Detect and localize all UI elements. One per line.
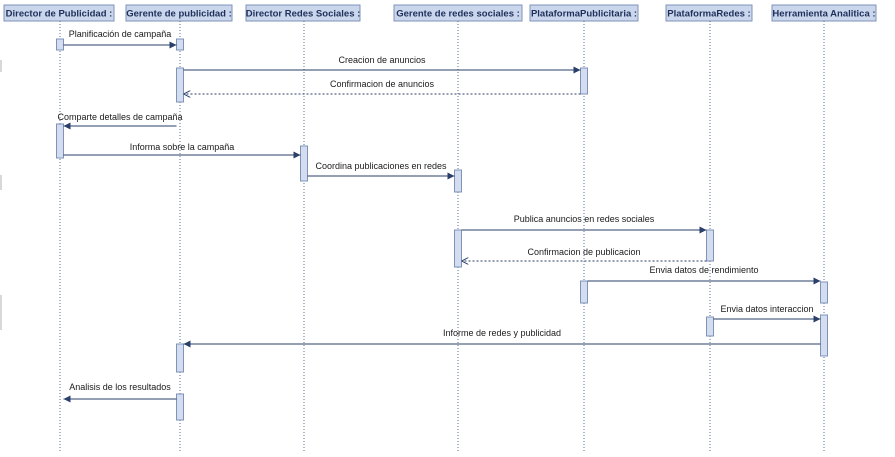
lifeline-label: Gerente de redes sociales : <box>396 9 520 20</box>
message-label: Analisis de los resultados <box>69 382 171 392</box>
activation-bar <box>454 169 462 193</box>
activation-bar <box>176 67 184 103</box>
lifeline-label: PlataformaPublicitaria : <box>531 9 637 20</box>
message-label: Comparte detalles de campaña <box>57 112 182 122</box>
activation-bar <box>706 316 714 337</box>
message-label: Publica anuncios en redes sociales <box>514 214 655 224</box>
message-label: Informe de redes y publicidad <box>443 328 561 338</box>
lifeline-label: PlataformaRedes : <box>667 9 750 20</box>
activation-bar <box>176 343 184 373</box>
lifeline-header: Director de Publicidad : <box>3 4 115 22</box>
lifeline-header-box <box>245 4 361 22</box>
activation-bar <box>580 67 588 95</box>
activation-bar <box>706 229 714 262</box>
lifeline-header: PlataformaRedes : <box>665 4 753 22</box>
lifeline-label: Gerente de publicidad : <box>126 9 232 20</box>
activation-bar <box>56 38 64 51</box>
activation-bar <box>454 229 462 268</box>
activation-bar <box>176 393 184 421</box>
message-label: Envia datos de rendimiento <box>649 265 758 275</box>
lifeline-label: Director Redes Sociales : <box>246 9 361 20</box>
lifeline-header-box <box>125 4 233 22</box>
activation-bar <box>580 280 588 304</box>
message-label: Creacion de anuncios <box>338 55 426 65</box>
message-label: Confirmacion de anuncios <box>330 79 435 89</box>
lifeline-header: Gerente de publicidad : <box>125 4 233 22</box>
lifeline-header: Herramienta Analitica : <box>771 4 877 22</box>
lifelines: Director de Publicidad : Gerente de publi… <box>3 4 877 452</box>
lifeline-header-box <box>665 4 753 22</box>
message-label: Informa sobre la campaña <box>130 142 235 152</box>
activation-bar <box>300 145 308 182</box>
message-label: Confirmacion de publicacion <box>527 247 640 257</box>
activation-bar <box>820 314 828 357</box>
lifeline-label: Director de Publicidad : <box>6 9 113 20</box>
message-label: Planificación de campaña <box>69 29 172 39</box>
lifeline-header-box <box>3 4 115 22</box>
message-label: Coordina publicaciones en redes <box>315 161 447 171</box>
activation-bar <box>820 281 828 304</box>
lifeline-label: Herramienta Analitica : <box>772 9 875 20</box>
message-label: Envia datos interaccion <box>720 304 813 314</box>
lifeline-header: Gerente de redes sociales : <box>393 4 523 22</box>
activation-bar <box>176 38 184 51</box>
activation-bar <box>56 123 64 159</box>
lifeline-header: Director Redes Sociales : <box>245 4 361 22</box>
activation-bars <box>56 38 828 421</box>
lifeline-header: PlataformaPublicitaria : <box>529 4 639 22</box>
